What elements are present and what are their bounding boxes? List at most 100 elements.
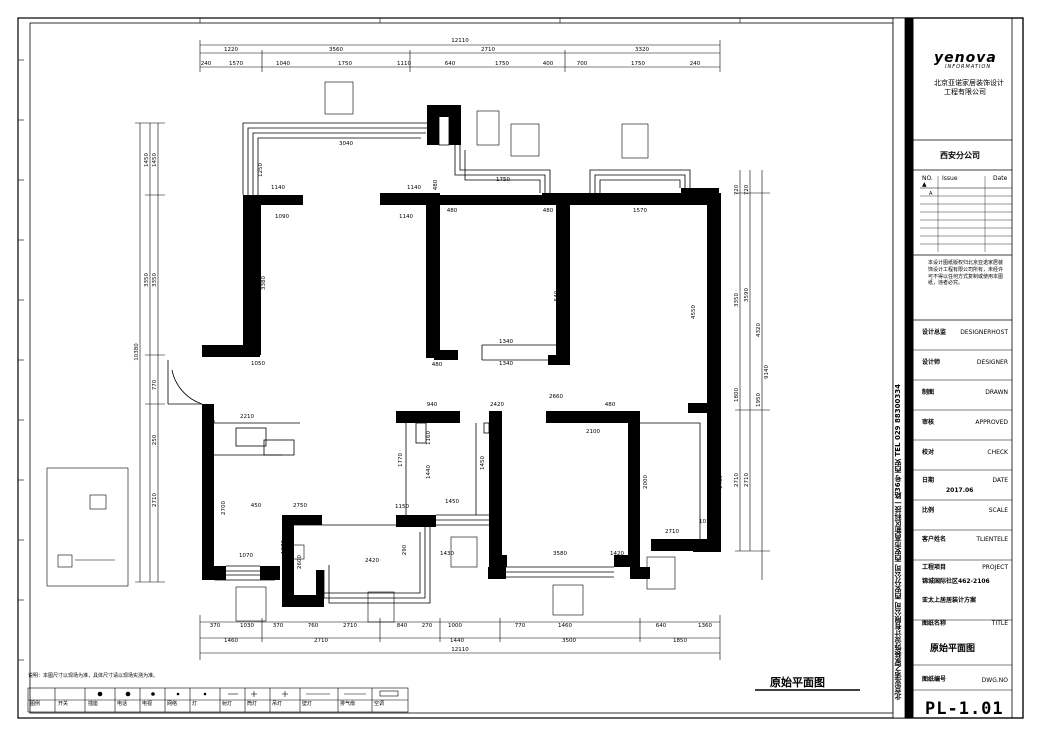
title-block-label-en: APPROVED [975, 419, 1008, 426]
dim-left: 1450 [152, 153, 158, 167]
sheet-border [17, 17, 1024, 719]
dim-interior: 3580 [553, 551, 567, 557]
legend-header: 图例 [30, 701, 41, 707]
dim-bottom-row2: 1460 [224, 638, 238, 644]
dim-interior: 940 [427, 402, 438, 408]
title-block-label-cn: 比例 [922, 507, 935, 514]
dim-top-row2: 400 [543, 61, 554, 67]
title-block-label-cn: 审核 [922, 419, 935, 426]
dim-overall-right: 9140 [764, 365, 770, 379]
dim-interior: 540 [554, 290, 560, 301]
dim-interior: 1070 [239, 553, 253, 559]
dim-top-row2: 640 [445, 61, 456, 67]
dim-bottom-row2: 1440 [450, 638, 464, 644]
title-block-label-cn: 日期 [922, 477, 935, 484]
dim-interior: 1160 [426, 431, 432, 445]
dim-bottom-row1: 370 [210, 623, 221, 629]
legend-header: 电话 [117, 701, 128, 707]
title-block-value: 原始平面图 [930, 644, 976, 654]
title-block-label-cn: 客户姓名 [922, 536, 947, 543]
dim-interior: 1340 [499, 339, 513, 345]
legend-symbols [97, 690, 399, 697]
revision-marker: ▲ [922, 181, 927, 188]
dim-interior: 1250 [258, 163, 264, 177]
dim-interior: 1070 [281, 540, 287, 554]
dim-interior: 1420 [610, 551, 624, 557]
legend-header: 排气扇 [340, 701, 356, 707]
legend-header: 插座 [88, 701, 99, 707]
title-block-label-cn: 设计师 [922, 359, 941, 366]
dim-interior: 1450 [690, 404, 704, 410]
dim-top-row1: 3560 [329, 47, 343, 53]
legend-header: 壁灯 [302, 701, 313, 707]
legend-table [27, 687, 409, 713]
dim-right-outer: 720 [734, 184, 740, 195]
dim-interior: 2700 [221, 501, 227, 515]
rev-header-issue: Issue [942, 175, 958, 182]
dim-interior: 480 [447, 208, 458, 214]
dim-interior: 2750 [293, 503, 307, 509]
dim-interior: 4550 [691, 305, 697, 319]
dim-bottom-row1: 1000 [448, 623, 462, 629]
title-block-label-en: CHECK [987, 449, 1008, 456]
title-block-label-cn: 工程项目 [922, 564, 947, 571]
dim-interior: 1430 [440, 551, 454, 557]
legend-header: 开关 [58, 701, 69, 707]
company-line-2: 工程有限公司 [944, 88, 986, 96]
dim-bottom-row2: 1850 [673, 638, 687, 644]
dim-right-inner: 720 [744, 184, 750, 195]
drawing-number: PL-1.01 [925, 699, 1004, 719]
dim-interior: 1090 [275, 214, 289, 220]
dim-interior: 1340 [499, 361, 513, 367]
legend-header: 灯 [192, 701, 198, 707]
dim-interior: 1450 [480, 456, 486, 470]
outlines [167, 117, 701, 604]
walls [202, 105, 721, 607]
title-block-label-en: DWG.NO [981, 677, 1008, 684]
dim-interior: 1150 [395, 504, 409, 510]
title-bar-fill [892, 17, 906, 719]
dim-interior: 3380 [261, 276, 267, 290]
dim-bottom-row1: 270 [422, 623, 433, 629]
title-block-label-en: DESIGNERHOST [960, 329, 1008, 336]
dim-top-row2: 240 [201, 61, 212, 67]
title-block-label-en: TITLE [991, 620, 1008, 627]
dim-left: 1450 [144, 153, 150, 167]
dim-interior: 480 [432, 362, 443, 368]
dim-interior: 480 [605, 402, 616, 408]
dim-bottom-row1: 770 [515, 623, 526, 629]
dim-interior: 1570 [633, 208, 647, 214]
dim-left: 250 [152, 434, 158, 445]
legend-header: 吊灯 [272, 701, 283, 707]
dim-interior: 480 [433, 179, 439, 190]
legend-header: 电视 [142, 701, 153, 707]
dim-right-inner: 1950 [756, 393, 762, 407]
title-block-label-en: TLIENTELE [976, 536, 1008, 543]
rev-row: A [929, 191, 933, 197]
dimension-lines [135, 40, 770, 660]
dim-right-inner: 3590 [744, 288, 750, 302]
company-line-1: 北京亚诺家居装饰设计 [934, 79, 1004, 87]
dim-interior: 1450 [445, 499, 459, 505]
dim-top-row2: 240 [690, 61, 701, 67]
dim-overall-bottom: 12110 [451, 647, 469, 653]
company-vertical-stamp: 北京亚诺之家装饰设计有限公司 西安分公司 西安市高新区科技一路36号 西安 TE… [894, 384, 902, 700]
dim-right-outer: 1800 [734, 388, 740, 402]
title-block-value: 锦城国际社区462-2106 [922, 578, 990, 585]
dim-interior: 2710 [665, 529, 679, 535]
title-block-label-en: DATE [992, 477, 1008, 484]
legend-header: 筒灯 [247, 701, 258, 707]
title-block-label-cn: 校对 [922, 449, 935, 456]
dim-interior: 2100 [586, 429, 600, 435]
dim-overall-left: 10380 [134, 343, 140, 361]
drawing-title: 原始平面图 [770, 676, 825, 689]
brand-subtitle: INFORMATION [945, 64, 992, 70]
dim-interior: 1140 [407, 185, 421, 191]
dim-bottom-row1: 1360 [698, 623, 712, 629]
title-block-label-cn: 制图 [922, 389, 935, 396]
title-block-notes: 本设计图纸版权归北京亚诺家居装饰设计工程有限公司所有，未经许可不得以任何方式复制… [928, 260, 1004, 287]
brand-logo: yenova [934, 50, 997, 66]
dim-top-row1: 2710 [481, 47, 495, 53]
dim-right-outer: 3350 [734, 293, 740, 307]
